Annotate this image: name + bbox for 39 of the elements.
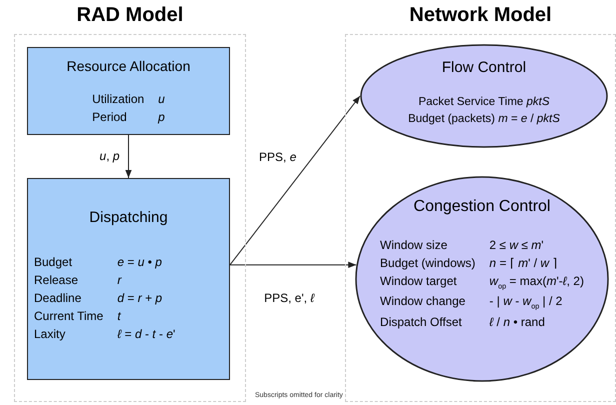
- edge-label: PPS, e', ℓ: [263, 290, 316, 305]
- field-label: Period: [92, 110, 128, 124]
- field-label: Current Time: [34, 309, 104, 323]
- field-label: Window size: [380, 238, 448, 252]
- field-label: Deadline: [34, 291, 82, 305]
- arrow: [230, 96, 360, 266]
- formula: r: [117, 273, 123, 287]
- field-text: Budget (packets) m = e / pktS: [408, 113, 560, 125]
- process-box: [27, 178, 230, 380]
- field-label: Laxity: [34, 327, 66, 341]
- field-label: Release: [34, 273, 80, 287]
- group-heading: Network Model: [408, 4, 553, 27]
- formula: t: [117, 309, 122, 323]
- field-label: Window change: [380, 294, 466, 310]
- edge-label: PPS, e: [258, 150, 298, 164]
- box-title: Resource Allocation: [66, 58, 192, 74]
- field-label: Dispatch Offset: [380, 314, 463, 329]
- arrow: [230, 262, 357, 268]
- field-text: Packet Service Time pktS: [418, 96, 550, 108]
- formula: e = u • p: [117, 255, 163, 269]
- field-label: Utilization: [92, 92, 144, 106]
- formula: p: [158, 110, 165, 124]
- group-heading: RAD Model: [76, 4, 184, 27]
- box-title: Dispatching: [88, 209, 169, 226]
- formula: ℓ = d - t - e': [117, 327, 176, 341]
- field-label: Budget (windows): [380, 256, 476, 270]
- formula: ℓ / n • rand: [489, 314, 546, 329]
- formula: 2 ≤ w ≤ m': [489, 238, 545, 252]
- formula: w$_{op}$ = max(m'-ℓ, 2): [489, 274, 584, 290]
- field-label: Window target: [380, 274, 458, 290]
- formula: n = ⌈ m' / w ⌉: [489, 256, 558, 270]
- formula: - | w - w$_{op}$ | / 2: [489, 294, 564, 311]
- box-title: Flow Control: [440, 59, 528, 76]
- arrow: [125, 134, 132, 178]
- formula: d = r + p: [117, 291, 164, 305]
- box-title: Congestion Control: [412, 198, 552, 216]
- process-box: [27, 47, 230, 135]
- formula: u: [158, 92, 165, 106]
- field-label: Budget: [34, 255, 74, 269]
